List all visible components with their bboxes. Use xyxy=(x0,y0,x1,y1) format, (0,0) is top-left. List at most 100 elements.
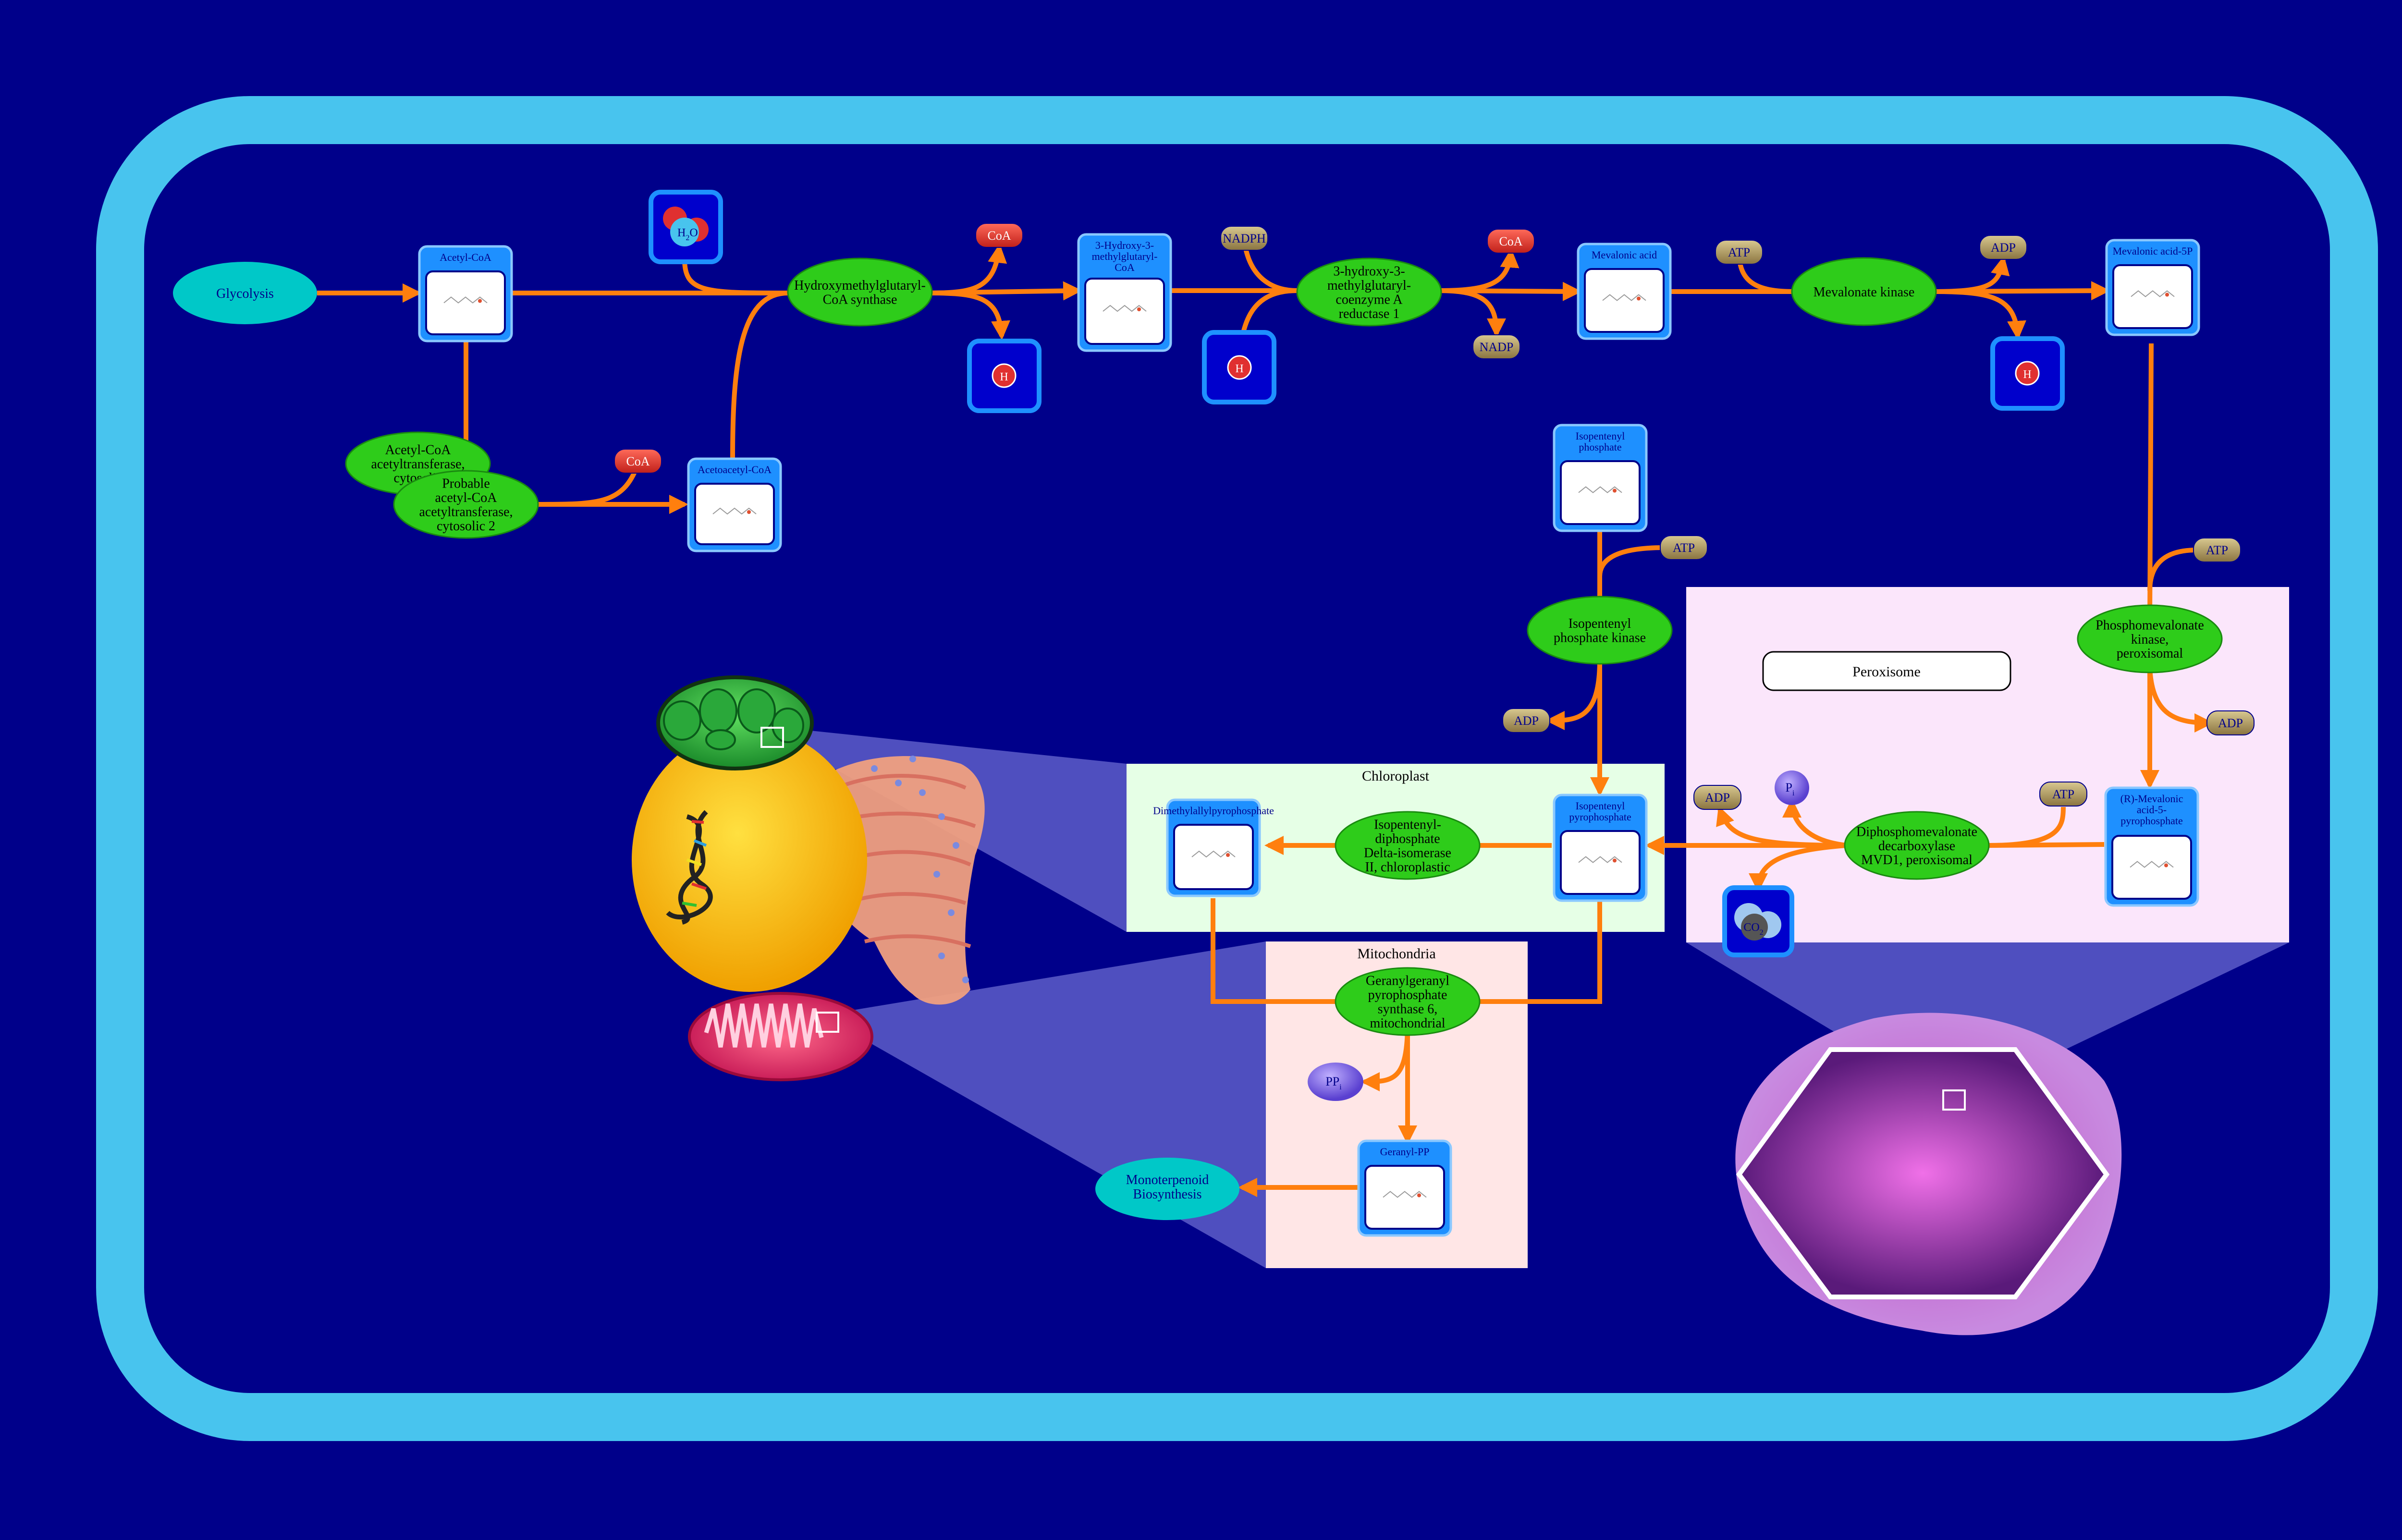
enzyme-label-line-4: reductase 1 xyxy=(1339,306,1400,321)
metabolite-label: Geranyl-PP xyxy=(1380,1146,1430,1158)
glycolysis-node[interactable] xyxy=(173,262,317,324)
cofactor-nadp-5[interactable]: NADP xyxy=(1472,334,1520,359)
metabolite-label: Isopentenyl xyxy=(1576,430,1625,442)
enzyme-label-line-1: Phosphomevalonate xyxy=(2096,618,2204,633)
cofactor-label: ADP xyxy=(2218,716,2243,730)
metabolite-label: acid-5- xyxy=(2137,804,2167,816)
cofactor-atp-8[interactable]: ATP xyxy=(1660,535,1708,560)
cofactor-atp-6[interactable]: ATP xyxy=(1715,240,1763,265)
ppi-cofactor[interactable]: PPi xyxy=(1308,1063,1363,1101)
cofactor-coa-3[interactable]: CoA xyxy=(1487,229,1535,254)
cofactor-adp-11[interactable]: ADP xyxy=(2206,710,2255,735)
metabolite-label: CoA xyxy=(1115,261,1135,273)
monoterpenoid-label-1: Monoterpenoid xyxy=(1126,1173,1209,1187)
metabolite-label: Acetoacetyl-CoA xyxy=(698,464,772,476)
cofactor-label: ADP xyxy=(1705,791,1730,805)
h-cofactor-3[interactable]: H xyxy=(1990,336,2065,411)
metabolite-label: Mevalonic acid xyxy=(1592,249,1657,261)
chloroplast-label: Chloroplast xyxy=(1362,768,1430,784)
pi-cofactor[interactable]: Pi xyxy=(1775,770,1809,805)
cofactor-nadph-4[interactable]: NADPH xyxy=(1220,226,1268,251)
co2-cofactor[interactable]: CO2 xyxy=(1722,885,1794,957)
metabolite-label: pyrophosphate xyxy=(2120,815,2183,827)
enzyme-ipp-isomerase[interactable]: Isopentenyl-diphosphateDelta-isomeraseII… xyxy=(1335,811,1481,880)
cofactor-label: ATP xyxy=(2206,543,2228,557)
cofactor-atp-13[interactable]: ATP xyxy=(2039,782,2087,807)
enzyme-label-line-1: 3-hydroxy-3- xyxy=(1333,264,1405,279)
co2-label: CO2 xyxy=(1743,921,1763,937)
metabolite-hmg-coa[interactable]: 3-Hydroxy-3-methylglutaryl-CoA xyxy=(1077,233,1172,352)
cofactor-label: ATP xyxy=(1728,245,1750,259)
h2o-label: H2O xyxy=(677,227,698,242)
metabolite-layer: Acetyl-CoAAcetoacetyl-CoA3-Hydroxy-3-met… xyxy=(418,233,2200,1237)
cofactor-adp-7[interactable]: ADP xyxy=(1979,235,2027,260)
enzyme-label-line-1: Hydroxymethylglutaryl- xyxy=(794,278,926,293)
metabolite-mevalonic-acid[interactable]: Mevalonic acid xyxy=(1577,243,1672,340)
enzyme-probable-acetyl-coa[interactable]: Probableacetyl-CoAacetyltransferase,cyto… xyxy=(393,470,539,539)
cofactor-coa-2[interactable]: CoA xyxy=(975,223,1023,248)
cofactor-atp-10[interactable]: ATP xyxy=(2193,538,2241,562)
cofactor-label: ATP xyxy=(2052,787,2074,801)
metabolite-acetoacetyl-coa[interactable]: Acetoacetyl-CoA xyxy=(687,457,782,552)
metabolite-label: methylglutaryl- xyxy=(1092,250,1158,262)
h-cofactor-2[interactable]: H xyxy=(1202,330,1276,404)
metabolite-label: Dimethylallylpyrophosphate xyxy=(1153,805,1274,817)
cofactor-label: NADP xyxy=(1480,340,1514,354)
enzyme-label-line-2: CoA synthase xyxy=(823,293,897,307)
cofactor-label: NADPH xyxy=(1223,232,1266,245)
cofactor-layer: CoA CoA CoA NADPH NADP ATP ADP ATP ADP ATP ADP ADP A… xyxy=(614,223,2255,810)
enzyme-hmg-coa-synthase[interactable]: Hydroxymethylglutaryl-CoA synthase xyxy=(787,257,933,327)
cell-wall xyxy=(96,96,2378,1441)
metabolite-acetyl-coa[interactable]: Acetyl-CoA xyxy=(418,245,513,342)
cofactor-label: ATP xyxy=(1673,541,1695,555)
enzyme-label-line-4: II, chloroplastic xyxy=(1365,860,1450,875)
cofactor-adp-12[interactable]: ADP xyxy=(1693,785,1741,810)
cofactor-coa-1[interactable]: CoA xyxy=(614,449,662,474)
cofactor-label: ADP xyxy=(1991,241,2016,255)
cofactor-label: CoA xyxy=(626,454,650,468)
h-cofactor-1[interactable]: H xyxy=(967,339,1042,413)
enzyme-label-line-3: coenzyme A xyxy=(1336,293,1403,307)
enzyme-label-line-2: decarboxylase xyxy=(1878,839,1955,854)
metabolite-label: Acetyl-CoA xyxy=(440,251,491,263)
metabolite-dimethylallyl-pp[interactable]: Dimethylallylpyrophosphate xyxy=(1153,798,1274,897)
enzyme-label-line-3: synthase 6, xyxy=(1378,1002,1437,1017)
h2o-cofactor[interactable]: H2O xyxy=(649,190,723,264)
nucleus xyxy=(632,728,867,992)
mitochondria-zoom xyxy=(817,941,1266,1268)
enzyme-label-line-1: Diphosphomevalonate xyxy=(1856,824,1977,839)
enzyme-label-line-4: mitochondrial xyxy=(1370,1016,1445,1031)
cofactor-label: ADP xyxy=(1514,714,1539,728)
ppi-label: PPi xyxy=(1325,1075,1342,1091)
metabolite-label: Mevalonic acid-5P xyxy=(2113,245,2193,257)
enzyme-label-line-2: diphosphate xyxy=(1375,831,1440,846)
monoterpenoid-label-2: Biosynthesis xyxy=(1133,1187,1201,1202)
metabolite-label: 3-Hydroxy-3- xyxy=(1095,239,1154,251)
cell-illustration xyxy=(632,675,2122,1335)
enzyme-mevalonate-kinase[interactable]: Mevalonate kinase xyxy=(1791,257,1937,326)
peroxisome-label: Peroxisome xyxy=(1852,664,1921,680)
enzyme-label-line-2: acetyltransferase, xyxy=(371,457,465,472)
enzyme-label-line-3: acetyltransferase, xyxy=(419,505,513,520)
metabolite-mevalonic-acid-5p[interactable]: Mevalonic acid-5P xyxy=(2105,239,2200,336)
h-label: H xyxy=(1235,363,1243,375)
peroxisome-label-box xyxy=(1762,651,2011,691)
monoterpenoid-biosynthesis-node[interactable] xyxy=(1095,1158,1239,1220)
cofactor-adp-9[interactable]: ADP xyxy=(1502,708,1550,733)
metabolite-geranyl-pp[interactable]: Geranyl-PP xyxy=(1357,1139,1452,1237)
mitochondria-label: Mitochondria xyxy=(1357,946,1435,962)
enzyme-label-line-2: kinase, xyxy=(2131,632,2169,647)
enzyme-hmg-coa-reductase[interactable]: 3-hydroxy-3-methylglutaryl-coenzyme Ared… xyxy=(1296,257,1442,327)
enzyme-label-line-3: peroxisomal xyxy=(2117,646,2183,661)
enzyme-label-line-2: methylglutaryl- xyxy=(1327,278,1411,293)
cofactor-label: CoA xyxy=(1499,234,1522,248)
